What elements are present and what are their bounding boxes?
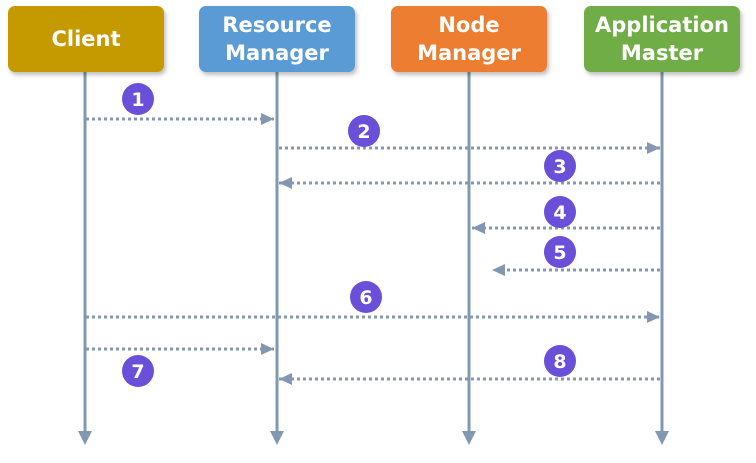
message-5: 5 [492,236,660,276]
actor-client: Client [8,6,164,72]
message-arrowhead-1 [261,113,274,125]
message-8: 8 [279,345,660,385]
message-2: 2 [279,115,660,154]
step-number-7: 7 [131,361,144,383]
step-number-3: 3 [553,156,566,178]
step-badge-2 [348,115,380,147]
step-badge-5 [544,236,576,268]
message-arrowhead-7 [261,343,274,355]
step-badge-3 [544,150,576,182]
message-arrowhead-8 [279,373,292,385]
step-number-8: 8 [553,351,566,373]
step-number-1: 1 [131,89,144,111]
step-badge-1 [122,83,154,115]
message-4: 4 [472,196,660,234]
lifeline-arrowhead-am [655,431,669,445]
step-badge-4 [544,196,576,228]
message-arrowhead-2 [647,142,660,154]
lifeline-arrowhead-rm [270,431,284,445]
lifeline-arrowhead-client [78,431,92,445]
message-arrowhead-5 [492,264,505,276]
step-number-2: 2 [357,121,370,143]
message-arrowhead-4 [472,222,485,234]
lifeline-arrowhead-nm [462,431,476,445]
message-1: 1 [86,83,274,125]
actor-application-master: Application Master [584,6,740,72]
step-number-4: 4 [553,202,566,224]
step-badge-7 [122,355,154,387]
step-number-5: 5 [553,242,566,264]
step-badge-6 [350,281,382,313]
message-3: 3 [279,150,660,189]
message-arrowhead-6 [647,311,660,323]
actor-node-manager: Node Manager [391,6,547,72]
message-7: 7 [86,343,274,387]
step-badge-8 [544,345,576,377]
actor-resource-manager: Resource Manager [199,6,355,72]
step-number-6: 6 [359,287,372,309]
message-arrowhead-3 [279,177,292,189]
message-6: 6 [86,281,660,323]
